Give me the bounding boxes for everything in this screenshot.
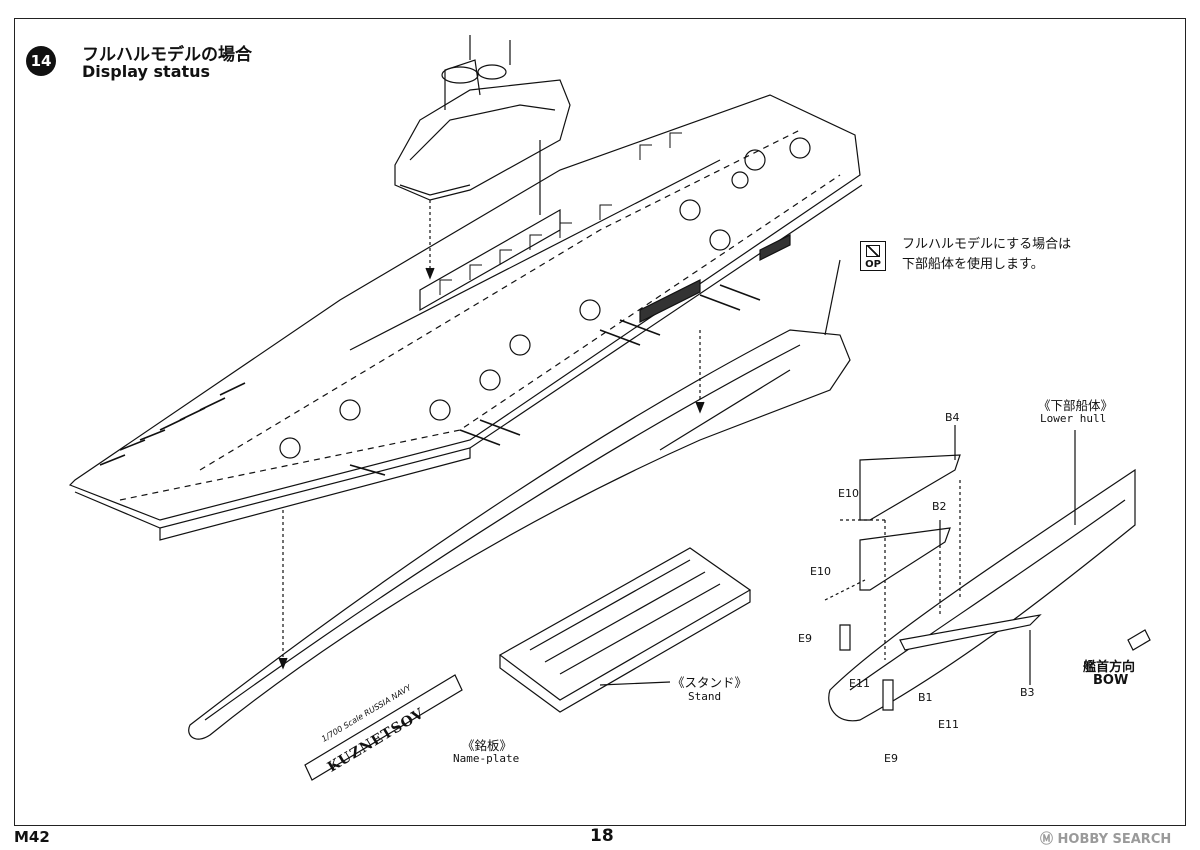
- part-label-b1: B1: [918, 691, 933, 704]
- nameplate-drawing: [304, 674, 463, 781]
- nameplate-label-en: Name-plate: [453, 752, 520, 765]
- lower-hull-drawing: [824, 454, 1151, 722]
- nameplate-label-jp: 《銘板》: [462, 738, 513, 753]
- lower-hull-label-en: Lower hull: [1040, 412, 1107, 425]
- part-label-e11-right: E11: [938, 718, 959, 731]
- page-code: M42: [14, 828, 50, 846]
- bow-direction-jp: 艦首方向: [1083, 660, 1136, 675]
- full-hull-drawing: [188, 329, 851, 740]
- option-icon: OP: [860, 241, 886, 271]
- step-title-jp: フルハルモデルの場合: [82, 45, 252, 65]
- page-number: 18: [590, 826, 614, 846]
- step-title-en: Display status: [82, 62, 211, 81]
- part-label-e10-top: E10: [838, 487, 859, 500]
- stand-drawing: [498, 547, 752, 713]
- part-label-b4: B4: [945, 411, 960, 424]
- note-line-2: 下部船体を使用します。: [902, 257, 1044, 272]
- upper-hull-drawing: [68, 94, 863, 541]
- stand-label-jp: 《スタンド》: [672, 675, 748, 690]
- page-frame: [14, 18, 1186, 826]
- watermark-logo: Ⓜ HOBBY SEARCH: [1040, 832, 1172, 847]
- part-label-b2: B2: [932, 500, 947, 513]
- part-label-e9-left: E9: [798, 632, 812, 645]
- part-label-e9-bottom: E9: [884, 752, 898, 765]
- island-superstructure-drawing: [394, 35, 571, 280]
- full-hull-note: フルハルモデルにする場合は 下部船体を使用します。: [902, 235, 1071, 275]
- note-line-1: フルハルモデルにする場合は: [902, 237, 1072, 252]
- part-label-e10-mid: E10: [810, 565, 831, 578]
- option-icon-label: OP: [865, 259, 881, 270]
- lower-hull-label-jp: 《下部船体》: [1038, 398, 1114, 413]
- part-label-b3: B3: [1020, 686, 1035, 699]
- bow-direction-en: BOW: [1093, 673, 1129, 688]
- part-label-e11-left: E11: [849, 677, 870, 690]
- stand-label-en: Stand: [688, 690, 722, 703]
- step-number-badge: 14: [26, 46, 56, 76]
